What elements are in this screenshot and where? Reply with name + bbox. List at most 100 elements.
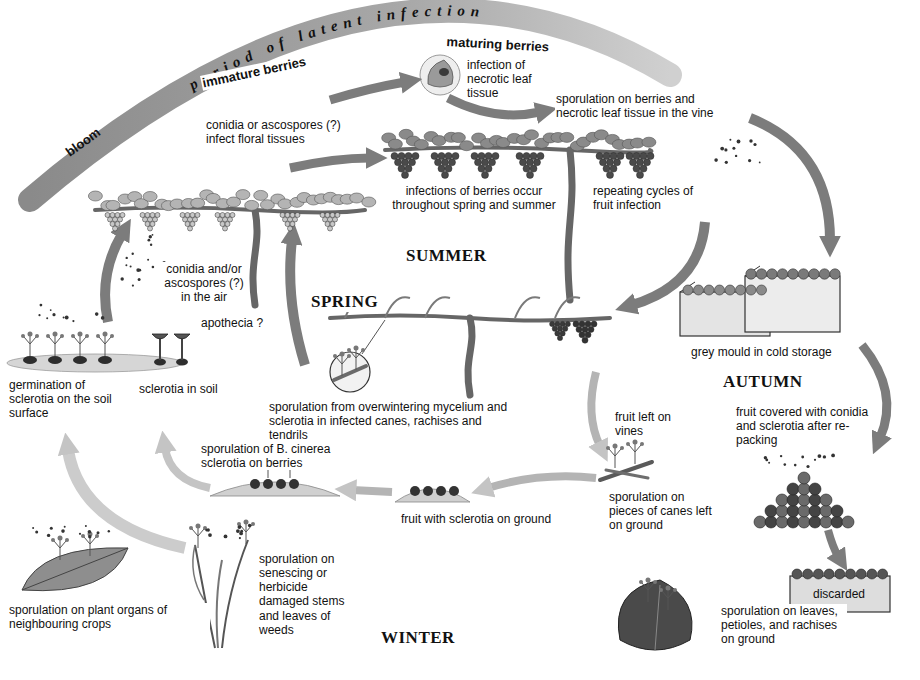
cycle-arrow [290, 158, 370, 168]
flower-cluster [285, 222, 290, 227]
conidiophore [666, 586, 671, 591]
spore-dot [152, 234, 154, 236]
stage-label: sporulation on leaves, petioles, and rac… [720, 604, 847, 646]
grape-cluster [489, 159, 496, 166]
winter-arrow [68, 450, 185, 548]
berry [788, 269, 798, 279]
berry [276, 479, 286, 489]
stage-label: discarded [812, 587, 866, 601]
leaf-infection-inset [439, 68, 449, 76]
vine-leaf [106, 200, 120, 210]
soil-strip [7, 354, 183, 372]
grape-cluster [442, 171, 449, 178]
conidiophore [85, 334, 89, 338]
berry [776, 516, 788, 528]
grape-cluster [520, 159, 527, 166]
flower-cluster [293, 217, 298, 222]
flower-cluster [148, 226, 153, 231]
spore-dot [46, 317, 48, 319]
grape-cluster [610, 153, 617, 160]
flower-cluster [220, 222, 225, 227]
vine-leaf [88, 191, 102, 201]
band-text: period of latent infection [184, 2, 485, 93]
ground-mound [210, 482, 470, 502]
stage-label: apothecia ? [200, 316, 264, 330]
conidiophore [60, 334, 64, 338]
canes-on-ground [606, 470, 648, 478]
spore-dot [148, 239, 151, 242]
vine-cordon [95, 208, 365, 213]
weed-stems [195, 545, 215, 648]
flower-cluster [188, 217, 193, 222]
berry [813, 569, 823, 579]
mummified-cluster [560, 331, 565, 336]
stage-label: infection of necrotic leaf tissue [466, 58, 550, 100]
vine-leaf [254, 190, 268, 200]
grape-cluster [603, 165, 610, 172]
magnifier-inset [330, 320, 385, 392]
conidiophore [21, 334, 25, 338]
grape-cluster [485, 153, 492, 160]
grape-cluster [409, 159, 416, 166]
berry [820, 516, 832, 528]
vine-drawing [21, 129, 888, 610]
spore-dot [88, 530, 92, 534]
spore-dot [97, 531, 100, 534]
flower-cluster [190, 213, 195, 218]
conidiophore [354, 346, 359, 351]
berry [694, 285, 704, 295]
vine-trunk [468, 318, 472, 395]
season-label: AUTUMN [722, 372, 804, 392]
grape-cluster [617, 153, 624, 160]
flower-cluster [320, 213, 325, 218]
flower-cluster [183, 217, 188, 222]
spore-dot [248, 524, 251, 527]
berry [798, 472, 810, 484]
mummified-cluster [585, 332, 591, 338]
berry [867, 569, 877, 579]
spore-dot [207, 528, 210, 531]
grape-cluster [449, 159, 456, 166]
vine-leaf [236, 190, 250, 200]
stage-label: conidia and/or ascospores (?) in the air [160, 262, 248, 304]
stage-label: sporulation on pieces of canes left on g… [608, 490, 720, 532]
spore-dot [79, 533, 81, 535]
spore-dot [88, 535, 91, 538]
berry [819, 269, 829, 279]
bare-cane [425, 297, 450, 318]
spore-dot [239, 532, 243, 536]
season-label: SPRING [310, 292, 379, 312]
spore-dot [132, 253, 134, 255]
berry [798, 505, 810, 517]
cycle-arrow [105, 82, 887, 556]
ground-leaf [618, 580, 692, 650]
winter-arrow [68, 372, 600, 548]
berry [803, 569, 813, 579]
bare-cane [385, 297, 410, 318]
berry [263, 479, 273, 489]
grape-cluster [633, 153, 640, 160]
berry [809, 483, 821, 495]
grape-cluster [435, 159, 442, 166]
flower-cluster [108, 217, 113, 222]
conidiophore [74, 336, 86, 356]
grape-cluster [405, 165, 412, 172]
vine-leaf [525, 130, 539, 140]
spore-dot [749, 139, 752, 142]
spore-dot [735, 155, 737, 157]
spore-dot [65, 316, 69, 320]
berry [725, 285, 735, 295]
grape-cluster [527, 171, 534, 178]
ground-leaf [618, 580, 692, 650]
berry [809, 505, 821, 517]
flower-cluster [220, 213, 225, 218]
flower-cluster [330, 213, 335, 218]
conidiophore [336, 356, 348, 376]
spore-dot [753, 143, 756, 146]
grape-cluster [445, 165, 452, 172]
grape-cluster [530, 165, 537, 172]
spore-dot [732, 147, 735, 150]
berry [787, 516, 799, 528]
winter-arrow [352, 490, 392, 492]
flower-cluster [288, 226, 293, 231]
